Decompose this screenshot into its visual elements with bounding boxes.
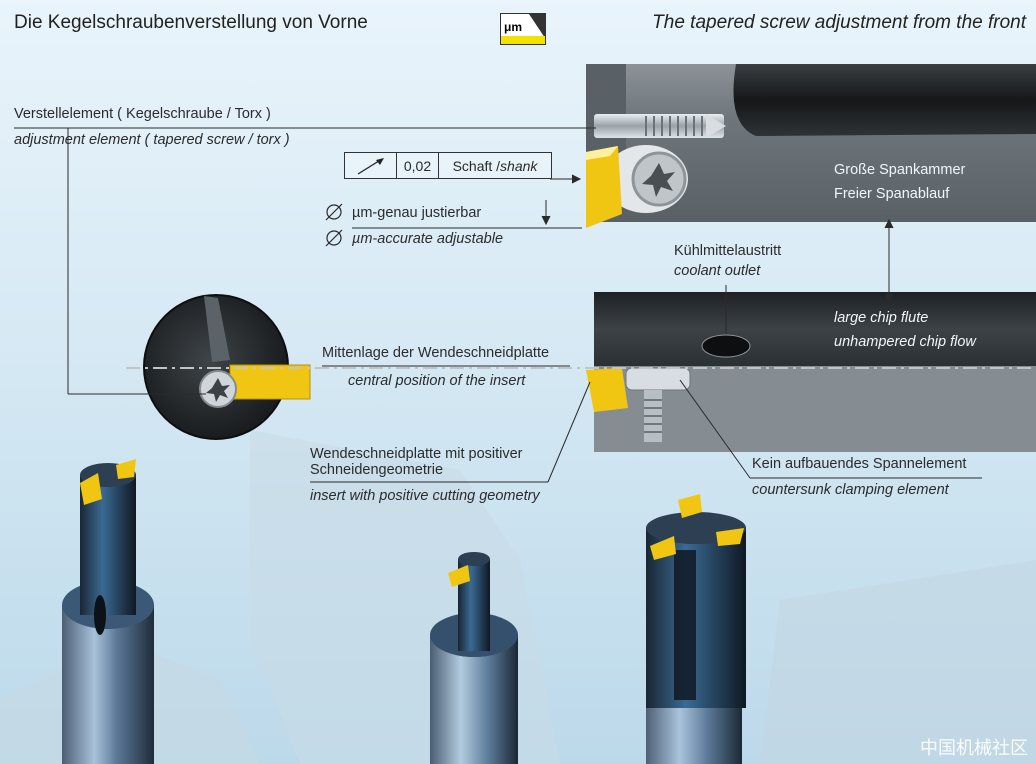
runout-arrow-icon xyxy=(357,157,384,175)
tolerance-frame: 0,02 Schaft / shank xyxy=(344,152,552,179)
insert-geometry-label-en: insert with positive cutting geometry xyxy=(310,488,540,504)
insert-geometry-label-de-1: Wendeschneidplatte mit positiver xyxy=(310,446,523,462)
clamp-label-de: Kein aufbauendes Spannelement xyxy=(752,456,967,472)
chip-chamber-label-de-1: Große Spankammer xyxy=(834,162,966,178)
clamp-label-en: countersunk clamping element xyxy=(752,482,949,498)
chip-chamber-label-de-2: Freier Spanablauf xyxy=(834,186,950,202)
tolerance-reference: Schaft / shank xyxy=(439,153,551,178)
coolant-label-en: coolant outlet xyxy=(674,263,761,279)
um-adjust-label-en: µm-accurate adjustable xyxy=(352,231,504,247)
center-position-label-de: Mittenlage der Wendeschneidplatte xyxy=(322,345,550,361)
title-english: The tapered screw adjustment from the fr… xyxy=(652,12,1026,33)
um-adjust-label-de: µm-genau justierbar xyxy=(352,205,482,221)
micrometer-logo: μm xyxy=(500,13,546,45)
coolant-label-de: Kühlmittelaustritt xyxy=(674,243,782,259)
runout-symbol-cell xyxy=(345,153,397,178)
tool-right xyxy=(646,494,746,764)
middle-tool-photo xyxy=(586,292,1036,452)
insert-geometry-label-de-2: Schneidengeometrie xyxy=(310,462,444,478)
chip-flute-label-en-1: large chip flute xyxy=(834,310,929,326)
chip-flute-label-en-2: unhampered chip flow xyxy=(834,334,976,350)
tolerance-value: 0,02 xyxy=(397,153,439,178)
top-tool-photo xyxy=(586,64,1036,228)
adjust-element-label-de: Verstellelement ( Kegelschraube / Torx ) xyxy=(14,106,271,122)
tool-middle xyxy=(430,552,518,764)
tolerance-ref-en: shank xyxy=(500,157,538,174)
watermark-text: 中国机械社区 xyxy=(920,738,1028,759)
center-position-label-en: central position of the insert xyxy=(348,373,526,389)
tool-left xyxy=(62,459,154,764)
tolerance-ref-de: Schaft / xyxy=(452,157,501,174)
logo-text: μm xyxy=(504,20,523,34)
title-german: Die Kegelschraubenverstellung von Vorne xyxy=(14,12,368,33)
adjust-element-label-en: adjustment element ( tapered screw / tor… xyxy=(14,132,290,148)
